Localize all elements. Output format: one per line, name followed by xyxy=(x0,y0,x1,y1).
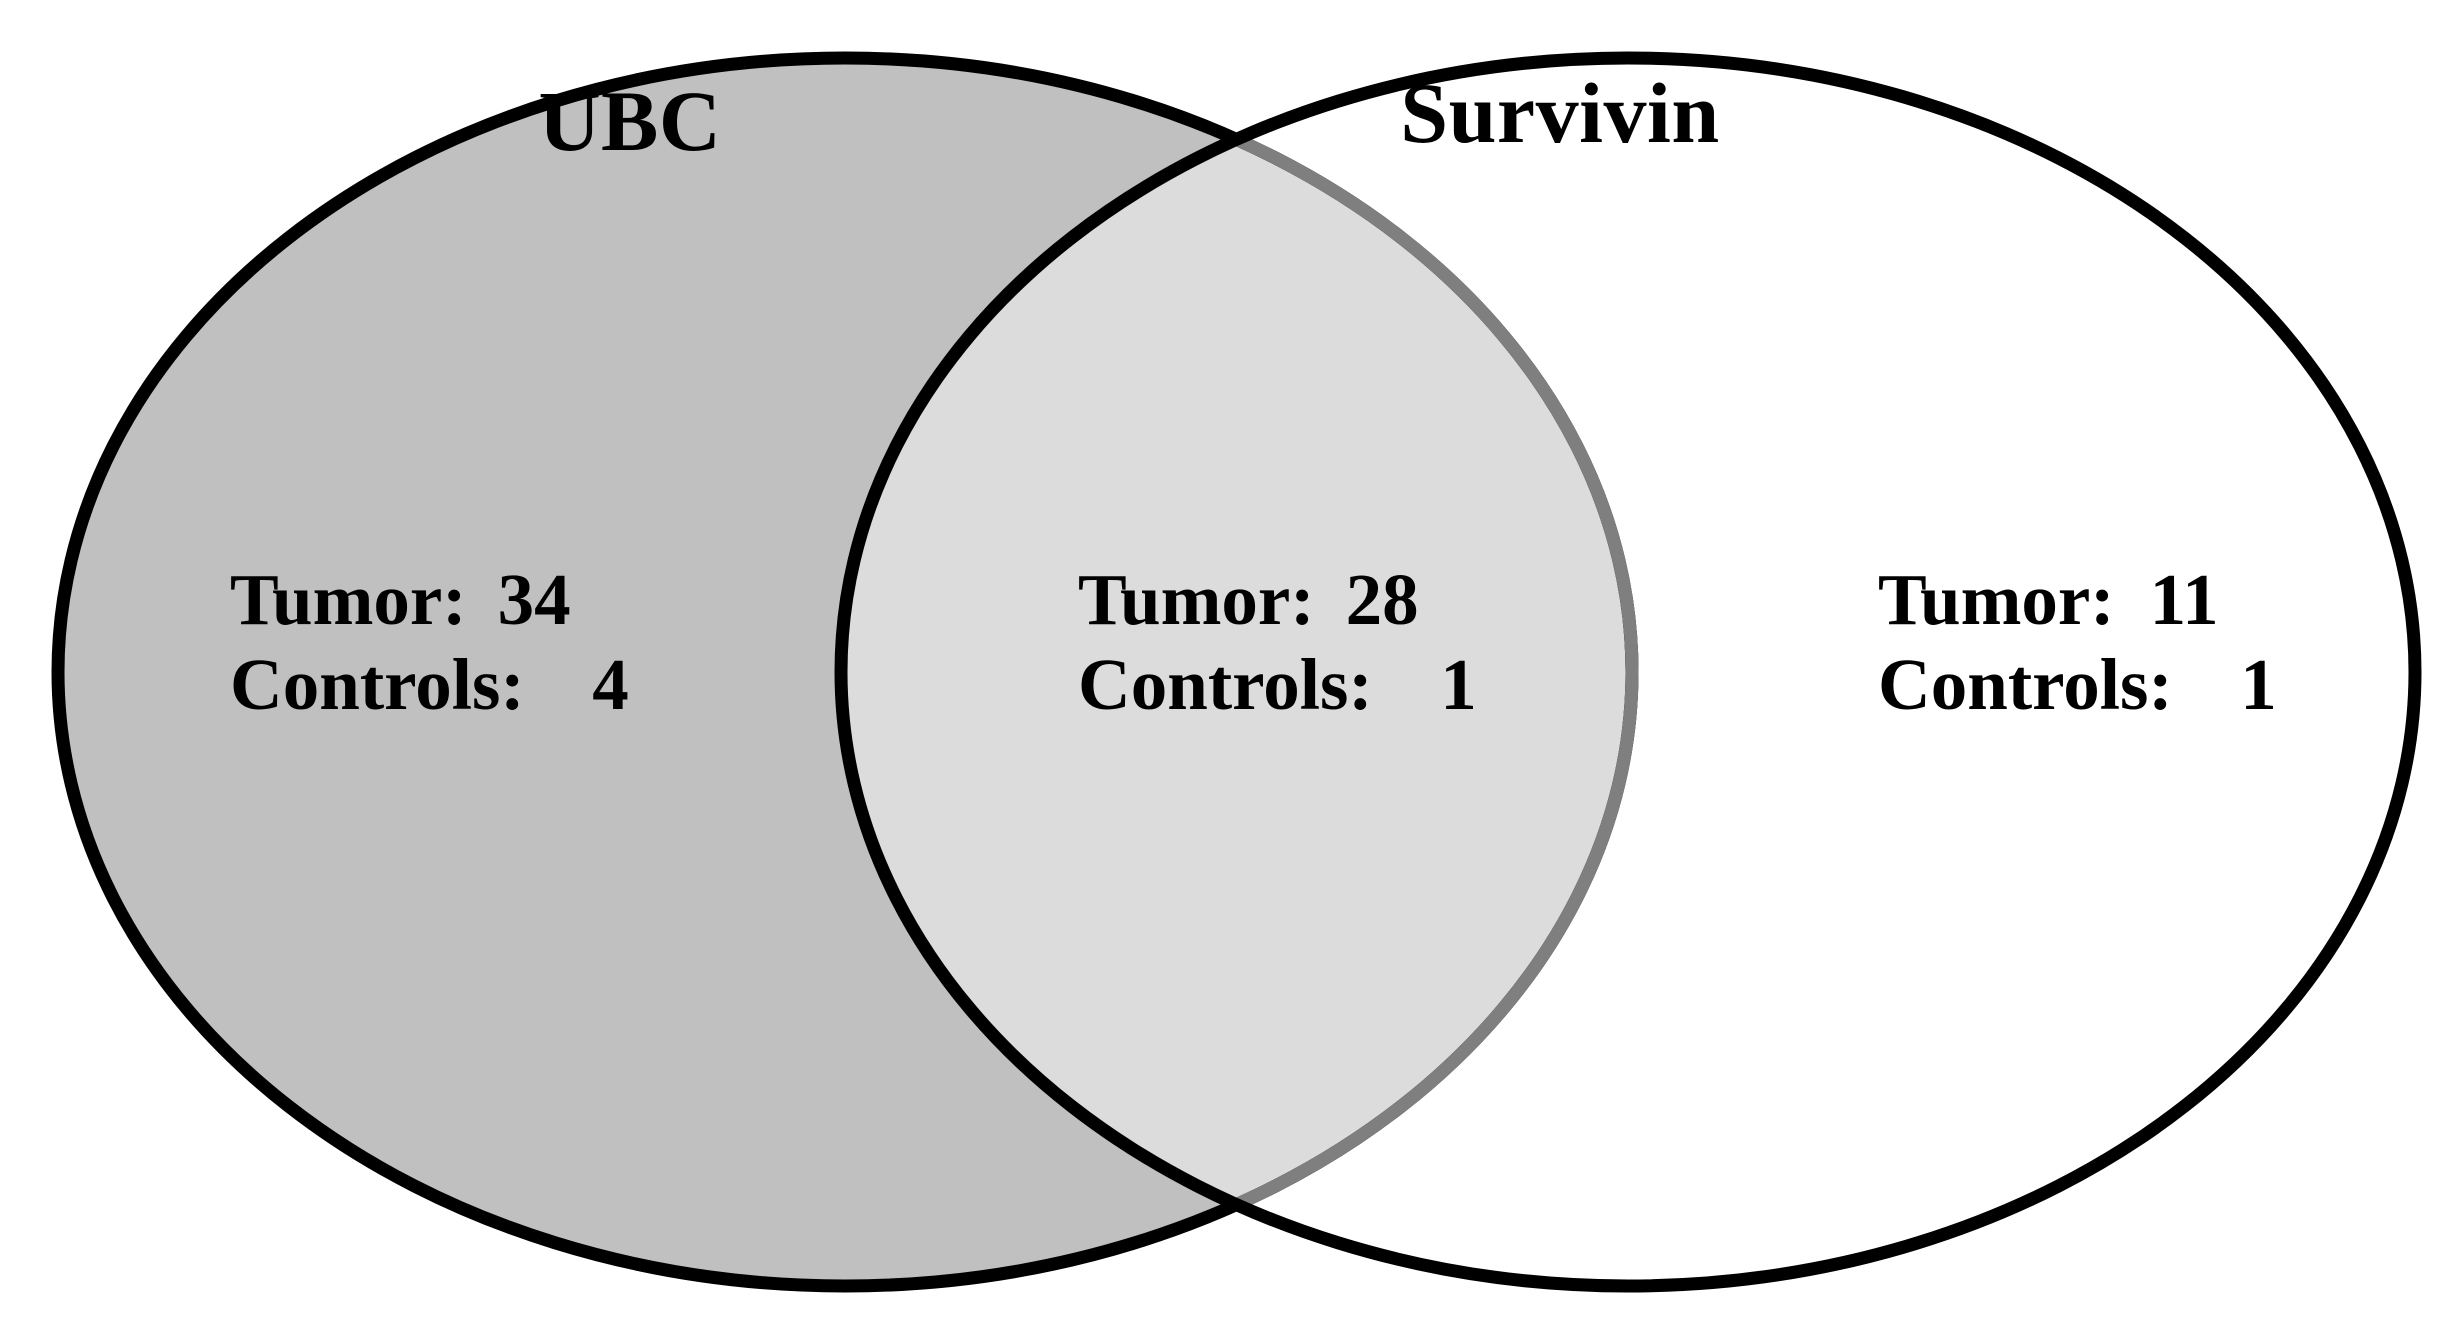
region-counts-intersection: Tumor: 28 Controls: 1 xyxy=(1078,558,1477,727)
count-value-tumor: 11 xyxy=(2149,559,2219,640)
count-row-controls: Controls: 1 xyxy=(1878,643,2277,728)
set-label-survivin: Survivin xyxy=(1400,65,1720,161)
count-value-controls: 1 xyxy=(1440,643,1477,725)
count-row-tumor: Tumor: 28 xyxy=(1078,558,1477,643)
region-counts-survivin-only: Tumor: 11 Controls: 1 xyxy=(1878,558,2277,727)
count-value-controls: 4 xyxy=(592,643,629,725)
venn-survivin-outline xyxy=(834,51,2422,1293)
count-label-tumor: Tumor: xyxy=(230,559,467,640)
count-value-tumor: 34 xyxy=(497,559,571,640)
count-label-controls: Controls: xyxy=(1878,643,2173,725)
count-value-controls: 1 xyxy=(2240,643,2277,725)
count-label-controls: Controls: xyxy=(1078,643,1373,725)
count-value-tumor: 28 xyxy=(1345,559,1419,640)
count-row-tumor: Tumor: 11 xyxy=(1878,558,2277,643)
region-counts-ubc-only: Tumor: 34 Controls: 4 xyxy=(230,558,629,727)
count-label-tumor: Tumor: xyxy=(1878,559,2115,640)
count-row-tumor: Tumor: 34 xyxy=(230,558,629,643)
count-row-controls: Controls: 4 xyxy=(230,643,629,728)
set-label-ubc: UBC xyxy=(538,73,722,169)
venn-ubc-inner-arc-overlay xyxy=(841,58,1639,1286)
count-label-controls: Controls: xyxy=(230,643,525,725)
count-row-controls: Controls: 1 xyxy=(1078,643,1477,728)
count-label-tumor: Tumor: xyxy=(1078,559,1315,640)
